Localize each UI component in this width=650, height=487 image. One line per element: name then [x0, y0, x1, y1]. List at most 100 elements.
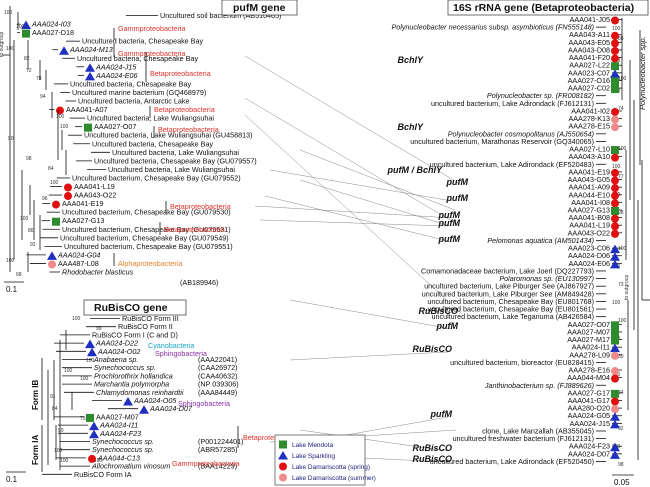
pufm-taxon: AAA024-M13 — [69, 45, 113, 54]
rrna-taxon: Comamonadaceae bacterium, Lake Joerl (DQ… — [421, 266, 594, 275]
rubisco-taxon: AAA044-C13 — [97, 453, 140, 462]
rrna-taxon: Polaromonas sp. (EU130997) — [499, 274, 594, 283]
pufm-taxon: Uncultured bacteria, Chesapeake Bay — [82, 37, 203, 46]
pufm-taxon: Uncultured bacterium, Chesapeake Bay (GU… — [64, 242, 233, 251]
rrna-taxon: AAA024-D07 — [568, 449, 610, 458]
rrna-gene-mark: RuBisCO — [418, 306, 458, 316]
bootstrap-value: 90 — [58, 428, 64, 434]
pufm-group-label: Betaproteobacteria — [158, 125, 219, 134]
bootstrap-value: 91 — [50, 394, 56, 400]
lake-mendota-square-icon — [611, 328, 619, 337]
damariscotta-summer-circle-icon — [611, 123, 619, 132]
rrna-taxon: Janthinobacterium sp. (FJ889626) — [484, 381, 594, 390]
lake-sparkling-triangle-icon — [87, 347, 97, 357]
rubisco-taxon: RuBisCO Form I (C and D) — [92, 330, 178, 339]
pufm-taxon: Uncultured bacterium, Chesapeake Bay (GU… — [62, 225, 231, 234]
legend-label: Lake Damariscotta (summer) — [292, 475, 376, 482]
pufm-taxon: AAA024-I03 — [31, 20, 71, 29]
cross-tree-connector — [299, 179, 451, 227]
rrna-gene-mark: RuBisCO — [412, 344, 452, 354]
rrna-taxon: Pelomonas aquatica (AM501434) — [487, 236, 594, 245]
bootstrap-value: 94 — [40, 94, 46, 100]
pufm-taxon: AAA027-D18 — [32, 28, 74, 37]
rrna-gene-mark: pufM — [438, 234, 461, 244]
rrna-taxon: uncultured bacterium, Lake Adirondack (F… — [431, 99, 594, 108]
rrna-taxon: AAA043-E05 — [568, 38, 610, 47]
pufm-outgroup-label: to outgroup — [0, 31, 5, 57]
rubisco-group-label: Gammproteobacteria — [172, 459, 240, 468]
lake-sparkling-triangle-icon — [89, 429, 99, 439]
damariscotta-spring-circle-icon — [64, 192, 72, 201]
pufm-group-label: Betaproteobacteria — [164, 225, 225, 234]
bootstrap-value: 73 — [618, 282, 624, 288]
rubisco-taxon: Synechococcus sp. — [92, 437, 154, 446]
rrna-taxon: AAA043-O22 — [568, 228, 610, 237]
rrna-taxon: AAA280-O20 — [568, 404, 610, 413]
bootstrap-value: 88 — [618, 36, 624, 42]
lake-sparkling-triangle-icon — [610, 419, 620, 429]
bootstrap-value: 90 — [8, 136, 14, 142]
pufm-header: pufM gene — [233, 2, 286, 14]
bootstrap-value: 100 — [94, 458, 103, 464]
lake-sparkling-triangle-icon — [123, 397, 133, 406]
rrna-outgroup-label: to outgroup — [624, 274, 630, 300]
lake-sparkling-triangle-icon — [610, 259, 620, 269]
damariscotta-spring-circle-icon — [611, 153, 619, 162]
bootstrap-value: 100 — [612, 26, 621, 32]
bootstrap-value: 73 — [80, 416, 86, 422]
rrna-taxon: AAA278-E15 — [568, 122, 610, 131]
pufm-taxon: AAA041-E19 — [62, 199, 104, 208]
rrna-taxon: AAA041-I02 — [571, 106, 610, 115]
cross-tree-connector — [244, 97, 461, 227]
bootstrap-value: 74 — [618, 106, 624, 112]
bootstrap-value: 100 — [56, 114, 65, 120]
rrna-taxon: AAA043-D08 — [568, 45, 610, 54]
form-ia-label: Form IA — [31, 435, 40, 465]
pufm-group-label: Betaproteobacteria — [150, 69, 211, 78]
rubisco-accession: (CAA26972) — [198, 363, 238, 372]
rrna-header: 16S rRNA gene (Betaproteobacteria) — [453, 2, 634, 14]
rubisco-accession: (AAA84449) — [198, 388, 237, 397]
rrna-taxon: AAA278-E16 — [568, 366, 610, 375]
rubisco-accession: (NP 039306) — [198, 380, 239, 389]
rubisco-taxon: AAA024-O02 — [97, 347, 140, 356]
bootstrap-value: 100 — [80, 376, 89, 382]
bootstrap-value: 86 — [28, 228, 34, 234]
lake-sparkling-triangle-icon — [47, 251, 57, 260]
pufm-scale-label: 0.1 — [6, 285, 18, 294]
bootstrap-value: 100 — [6, 46, 15, 52]
lake-mendota-square-icon — [52, 217, 60, 226]
rubisco-accession: (ABR57285) — [198, 445, 238, 454]
cross-tree-connector — [254, 205, 453, 219]
pufm-taxon: Rhodobacter blasticus — [62, 268, 134, 277]
pufm-taxon: AAA043-O22 — [74, 191, 116, 200]
rubisco-taxon: Chlamydomonas reinhardtii — [96, 388, 184, 397]
pufm-tree: Uncultured soil bacterium (AB510465)AAA0… — [0, 6, 627, 468]
lake-mendota-square-icon — [611, 77, 619, 86]
damariscotta-spring-circle-icon — [611, 199, 619, 208]
rrna-taxon: AAA041-G17 — [568, 396, 610, 405]
rubisco-taxon: Anabaena sp. — [93, 355, 138, 364]
rrna-taxon: uncultured bacterium, Lake Teganuma (AB4… — [432, 312, 595, 321]
rubisco-taxon: AAA024-D22 — [95, 339, 138, 348]
lake-sparkling-triangle-icon — [85, 63, 95, 72]
bootstrap-value: 100 — [612, 164, 621, 170]
bootstrap-value: 100 — [6, 258, 15, 264]
damariscotta-summer-circle-icon — [611, 367, 619, 376]
lake-mendota-square-icon — [611, 62, 619, 71]
bootstrap-value: 72 — [26, 68, 32, 74]
rrna-taxon: AAA027-C02 — [568, 84, 610, 93]
damariscotta-spring-circle-icon — [52, 200, 60, 209]
bootstrap-value: 68 — [16, 272, 22, 278]
bootstrap-value: 100 — [612, 300, 621, 306]
pufm-taxon: AAA027-O07 — [94, 122, 136, 131]
lake-mendota-square-icon — [611, 336, 619, 345]
damariscotta-spring-circle-icon — [611, 214, 619, 223]
rubisco-taxon: RuBisCO Form II — [118, 322, 173, 331]
pufm-taxon: AAA041-A07 — [66, 105, 108, 114]
bootstrap-value: 92 — [618, 426, 624, 432]
pufm-taxon: AAA487-L08 — [58, 259, 99, 268]
lake-mendota-square-icon — [611, 207, 619, 215]
